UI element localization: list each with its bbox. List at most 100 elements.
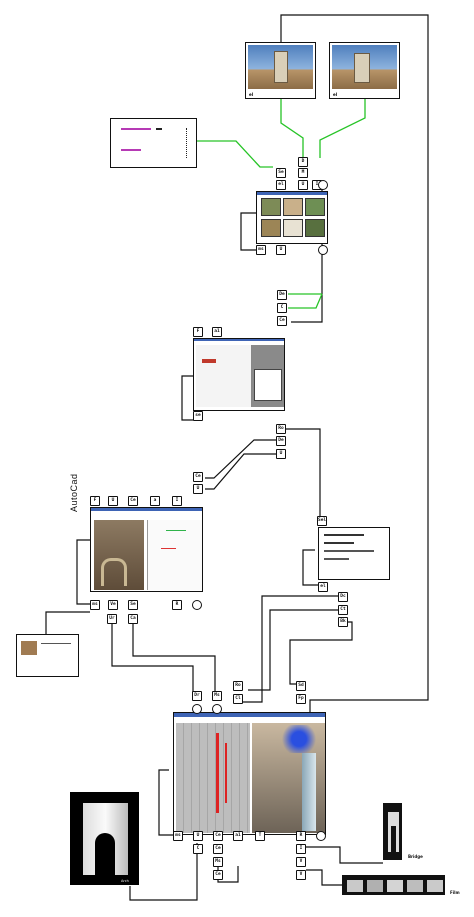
main-viewer-node[interactable]	[173, 712, 326, 835]
wire-dialog-bk	[289, 621, 353, 685]
dialog-text-4	[324, 558, 349, 560]
document-window[interactable]	[110, 118, 197, 168]
dialog-text-3	[324, 550, 374, 552]
port-se2[interactable]: se	[193, 411, 203, 421]
port-a-bottom[interactable]: a1	[233, 831, 243, 841]
port-ms-main[interactable]: Ms	[212, 691, 222, 701]
port-sd[interactable]: Sd	[296, 681, 306, 691]
photo-grid-node[interactable]	[256, 191, 328, 244]
port-sel[interactable]: Sel	[317, 516, 327, 526]
port-bk[interactable]: Bk	[338, 617, 348, 627]
port-ro-main[interactable]: Ro	[233, 681, 243, 691]
port-u-ac2[interactable]: U	[108, 496, 118, 506]
doc-line-3	[156, 128, 162, 130]
wire-autocad-small	[45, 611, 90, 634]
port-ms[interactable]: ms	[256, 245, 266, 255]
node1-out-round[interactable]	[318, 180, 328, 190]
wire-green-photo2	[319, 98, 366, 158]
autocad-line-2	[161, 548, 176, 549]
application-node[interactable]	[193, 338, 285, 411]
port-v-out[interactable]: V	[296, 857, 306, 867]
port-ms-ac[interactable]: ms	[90, 600, 100, 610]
autocad-line-1	[166, 530, 186, 531]
autocad-bottom-round[interactable]	[192, 600, 202, 610]
photo-window-1[interactable]: el	[245, 42, 316, 99]
doc-line-4	[186, 128, 191, 158]
port-de[interactable]: De	[277, 290, 287, 300]
port-u-bottom[interactable]: U	[193, 831, 203, 841]
port-el[interactable]: el	[276, 180, 286, 190]
port-i-out[interactable]: I	[296, 844, 306, 854]
port-ms-out[interactable]: Ms	[213, 857, 223, 867]
preview-window[interactable]	[16, 634, 79, 677]
photo-2-caption: el	[333, 92, 338, 97]
port-u-node1[interactable]: U	[276, 245, 286, 255]
port-c1[interactable]: C	[277, 303, 287, 313]
port-d[interactable]: D	[298, 157, 308, 167]
port-ce[interactable]: Ce	[277, 316, 287, 326]
wire-green-doc	[197, 140, 273, 168]
film-frame-4	[407, 880, 423, 892]
photo-window-2[interactable]: el	[329, 42, 400, 99]
main-red-bar-2	[225, 743, 227, 803]
port-ce-out2[interactable]: Ce	[213, 870, 223, 880]
port-f-ac[interactable]: F	[90, 496, 100, 506]
port-u1[interactable]: U	[298, 180, 308, 190]
port-se-ac[interactable]: Se	[128, 600, 138, 610]
main-top-round-1[interactable]	[192, 704, 202, 714]
film-strip	[342, 875, 445, 895]
node1-toolbar	[257, 192, 327, 195]
wire-node2-left	[181, 375, 198, 421]
port-el-dialog[interactable]: el	[318, 582, 328, 592]
bridge-render	[383, 803, 402, 860]
port-v-out2[interactable]: V	[296, 870, 306, 880]
wire-top-loop	[280, 14, 429, 712]
autocad-arch	[101, 558, 127, 586]
bridge-opening	[391, 826, 396, 852]
autocad-node[interactable]	[90, 507, 203, 592]
port-ca[interactable]: Ca	[128, 614, 138, 624]
port-cl[interactable]: Cl	[233, 694, 243, 704]
wire-bottom-right-bridge	[306, 846, 383, 864]
port-dr[interactable]: Dr	[192, 691, 202, 701]
wire-bottom-right-film	[306, 869, 342, 886]
port-ce-ac[interactable]: Ce	[193, 472, 203, 482]
settings-dialog-node[interactable]	[318, 527, 390, 580]
port-ct[interactable]: Ct	[338, 605, 348, 615]
main-bottom-round[interactable]	[316, 831, 326, 841]
port-dc[interactable]: Dc	[338, 592, 348, 602]
port-t-bottom[interactable]: T	[255, 831, 265, 841]
port-r-bottom[interactable]: R	[296, 831, 306, 841]
port-m[interactable]: M	[298, 168, 308, 178]
main-red-bar-1	[216, 733, 219, 813]
port-ce-ac2[interactable]: Ce	[128, 496, 138, 506]
port-se[interactable]: Se	[276, 168, 286, 178]
port-ro[interactable]: Ro	[276, 424, 286, 434]
port-ce-bottom[interactable]: Ce	[213, 831, 223, 841]
wire-node2-u	[205, 453, 278, 490]
port-u-ac[interactable]: U	[193, 484, 203, 494]
port-a[interactable]: a1	[212, 327, 222, 337]
port-u-node2[interactable]: U	[276, 449, 286, 459]
grid-cell-4	[261, 219, 281, 237]
port-f[interactable]: F	[193, 327, 203, 337]
grid-cell-5	[283, 219, 303, 237]
port-de2[interactable]: De	[276, 436, 286, 446]
wire-dialog-left	[302, 549, 318, 586]
port-ve-ac[interactable]: Ve	[108, 600, 118, 610]
port-r-ac[interactable]: R	[172, 600, 182, 610]
port-ms-bottom[interactable]: ms	[173, 831, 183, 841]
grid-cell-6	[305, 219, 325, 237]
port-i-ac[interactable]: I	[172, 496, 182, 506]
node2-dialog	[254, 369, 282, 401]
node1-bottom-round[interactable]	[318, 245, 328, 255]
port-ce-out[interactable]: Ce	[213, 844, 223, 854]
port-c-out[interactable]: C	[193, 844, 203, 854]
port-ur[interactable]: Ur	[107, 614, 117, 624]
wires	[45, 14, 429, 901]
port-fp[interactable]: Fp	[296, 694, 306, 704]
main-top-round-2[interactable]	[212, 704, 222, 714]
node2-toolbar	[194, 339, 284, 341]
main-toolbar	[174, 713, 325, 717]
port-a-ac[interactable]: a	[150, 496, 160, 506]
